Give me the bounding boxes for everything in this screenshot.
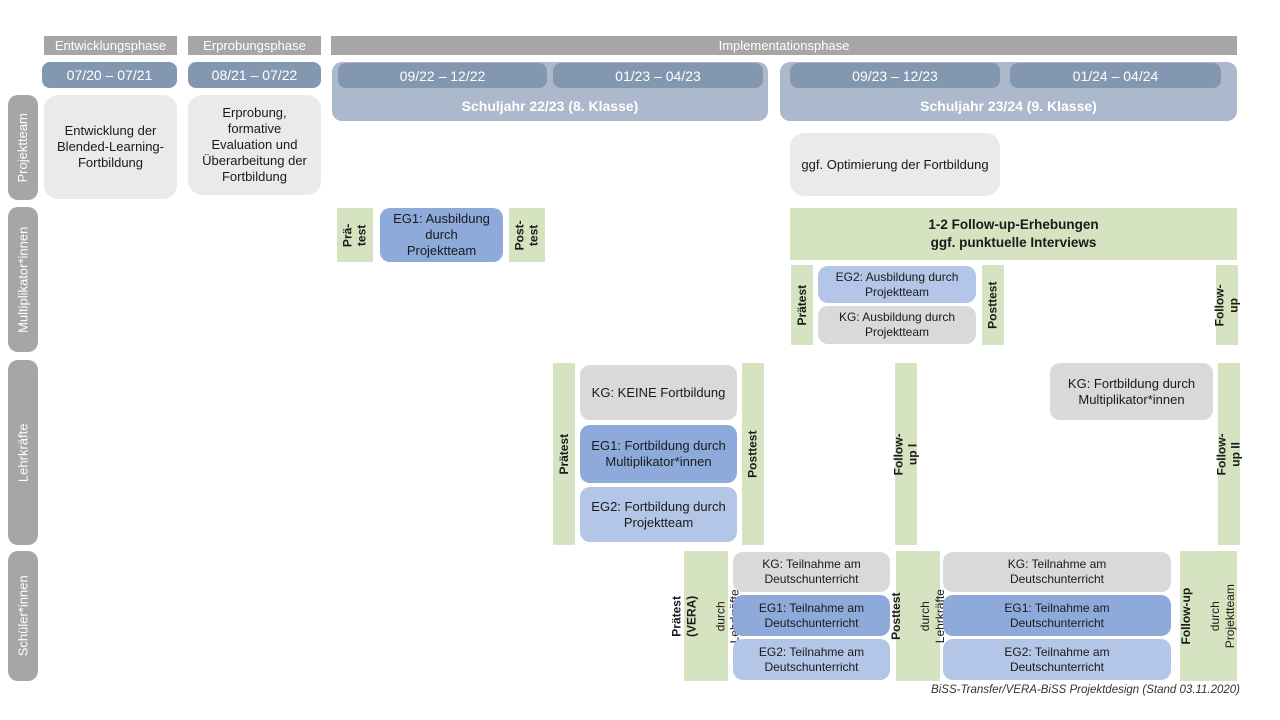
bar-praetest-vera-schueler: Prätest (VERA) durch Lehrkräfte <box>670 551 742 681</box>
box-eg2-ausbildung-projektteam: EG2: Ausbildung durch Projektteam <box>818 266 976 303</box>
box-eg1-teilnahme-1: EG1: Teilnahme am Deutschunterricht <box>733 595 890 636</box>
bar-followup-1-lehrkraefte-text: Follow-up I <box>891 433 920 475</box>
box-kg-keine-fortbildung: KG: KEINE Fortbildung <box>580 365 737 420</box>
bar-followup-2-lehrkraefte: Follow-up II <box>1215 363 1243 545</box>
bar-praetest-multiplikatoren-22-text: Prä- test <box>340 223 369 247</box>
phase-header-erprobungsphase: Erprobungsphase <box>188 36 321 55</box>
bar-posttest-schueler: Posttest durch Lehrkräfte <box>889 551 946 681</box>
bar-praetest-multiplikatoren-23: Prätest <box>791 265 813 345</box>
box-ggf-optimierung: ggf. Optimierung der Fortbildung <box>790 133 1000 196</box>
phase-header-implementationsphase: Implementationsphase <box>331 36 1237 55</box>
row-label-schuelerinnen: Schüler*innen <box>8 551 38 681</box>
bar-praetest-lehrkraefte: Prätest <box>553 363 575 545</box>
row-label-schuelerinnen-text: Schüler*innen <box>15 575 31 657</box>
date-bar-0923-1223: 09/23 – 12/23 <box>790 63 1000 88</box>
bar-followup-multiplikatoren: Follow-up <box>1213 265 1241 345</box>
bar-posttest-lehrkraefte-text: Posttest <box>745 430 760 478</box>
bar-praetest-lehrkraefte-text: Prätest <box>556 433 571 475</box>
school-year-label-23-24: Schuljahr 23/24 (9. Klasse) <box>920 98 1097 114</box>
row-label-lehrkraefte-text: Lehrkräfte <box>15 423 31 482</box>
box-eg2-teilnahme-1: EG2: Teilnahme am Deutschunterricht <box>733 639 890 680</box>
bar-posttest-schueler-main: Posttest <box>889 592 904 640</box>
box-eg2-teilnahme-2: EG2: Teilnahme am Deutschunterricht <box>943 639 1171 680</box>
bar-followup-schueler-sub: durch Projektteam <box>1208 583 1237 649</box>
bar-posttest-multiplikatoren-23: Posttest <box>982 265 1004 345</box>
school-year-label-22-23: Schuljahr 22/23 (8. Klasse) <box>461 98 639 114</box>
bar-posttest-multiplikatoren-22: Post- test <box>509 208 545 262</box>
row-label-projektteam: Projektteam <box>8 95 38 200</box>
box-kg-teilnahme-1: KG: Teilnahme am Deutschunterricht <box>733 552 890 592</box>
footer-caption: BiSS-Transfer/VERA-BiSS Projektdesign (S… <box>931 684 1240 696</box>
bar-followup-multiplikatoren-text: Follow-up <box>1212 284 1241 326</box>
box-kg-ausbildung-projektteam: KG: Ausbildung durch Projektteam <box>818 306 976 344</box>
bar-posttest-lehrkraefte: Posttest <box>742 363 764 545</box>
date-bar-0922-1222: 09/22 – 12/22 <box>338 63 547 88</box>
row-label-multiplikatorinnen: Multiplikator*innen <box>8 207 38 352</box>
bar-posttest-multiplikatoren-22-text: Post- test <box>512 220 541 250</box>
box-eg2-fortbildung-projektteam: EG2: Fortbildung durch Projektteam <box>580 487 737 542</box>
box-kg-teilnahme-2: KG: Teilnahme am Deutschunterricht <box>943 552 1171 592</box>
box-eg1-fortbildung-multiplikatoren: EG1: Fortbildung durch Multiplikator*inn… <box>580 425 737 483</box>
date-bar-0720-0721: 07/20 – 07/21 <box>42 62 177 88</box>
box-eg1-ausbildung-projektteam: EG1: Ausbildung durch Projektteam <box>380 208 503 262</box>
bar-praetest-multiplikatoren-22: Prä- test <box>337 208 373 262</box>
date-bar-0124-0424: 01/24 – 04/24 <box>1010 63 1221 88</box>
box-followup-erhebungen: 1-2 Follow-up-Erhebungen ggf. punktuelle… <box>790 208 1237 260</box>
box-kg-fortbildung-multiplikatoren: KG: Fortbildung durch Multiplikator*inne… <box>1050 363 1213 420</box>
row-label-multiplikatorinnen-text: Multiplikator*innen <box>15 226 31 333</box>
date-bar-0123-0423: 01/23 – 04/23 <box>553 63 763 88</box>
phase-header-entwicklungsphase: Entwicklungsphase <box>44 36 177 55</box>
bar-praetest-vera-main: Prätest (VERA) <box>670 595 699 637</box>
bar-followup-1-lehrkraefte: Follow-up I <box>892 363 920 545</box>
box-eg1-teilnahme-2: EG1: Teilnahme am Deutschunterricht <box>943 595 1171 636</box>
bar-followup-schueler-main: Follow-up <box>1179 587 1194 645</box>
row-label-projektteam-text: Projektteam <box>15 112 31 183</box>
box-erprobung-evaluation: Erprobung, formative Evaluation und Über… <box>188 95 321 195</box>
bar-followup-2-lehrkraefte-text: Follow-up II <box>1214 433 1243 475</box>
bar-followup-schueler: Follow-up durch Projektteam <box>1180 551 1237 681</box>
box-entwicklung-fortbildung: Entwicklung der Blended-Learning-Fortbil… <box>44 95 177 199</box>
date-bar-0821-0722: 08/21 – 07/22 <box>188 62 321 88</box>
bar-posttest-multiplikatoren-23-text: Posttest <box>985 281 1000 329</box>
row-label-lehrkraefte: Lehrkräfte <box>8 360 38 545</box>
bar-praetest-multiplikatoren-23-text: Prätest <box>794 284 809 326</box>
